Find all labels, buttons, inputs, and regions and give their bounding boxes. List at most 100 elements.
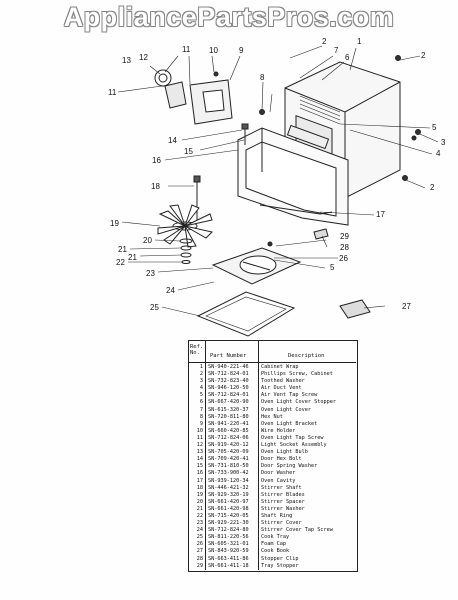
part-number: SN-663-411-86 xyxy=(208,555,249,562)
part-description: Cook Tray xyxy=(261,534,290,541)
ref-number: 8 xyxy=(199,413,203,420)
part-number: SN-712-824-01 xyxy=(208,371,249,378)
ref-number: 20 xyxy=(196,498,203,505)
ref-number: 9 xyxy=(199,420,203,427)
part-description: Stirrer Blades xyxy=(261,491,305,498)
part-description: Air Duct Vent xyxy=(261,385,302,392)
stirrer-shaft xyxy=(193,175,201,222)
ref-number: 19 xyxy=(196,491,203,498)
table-row: 20 SN-661-420-97 Stirrer Spacer xyxy=(188,499,356,506)
callout-5b: 5 xyxy=(330,263,335,272)
part-description: Air Vent Tap Screw xyxy=(261,392,318,399)
ref-number: 5 xyxy=(199,392,203,399)
header-description: Description xyxy=(288,353,325,359)
part-description: Stirrer Washer xyxy=(261,505,305,512)
callout-14: 14 xyxy=(168,136,177,145)
ref-number: 11 xyxy=(196,434,203,441)
stirrer-blades xyxy=(157,204,213,248)
ref-number: 16 xyxy=(196,470,203,477)
header-ref: Ref. No. xyxy=(190,344,204,356)
callout-21b: 21 xyxy=(128,253,137,262)
part-number: SN-712-824-06 xyxy=(208,434,249,441)
table-row: 5 SN-712-824-01 Air Vent Tap Screw xyxy=(188,392,356,399)
callout-12: 12 xyxy=(139,53,148,62)
cook-book xyxy=(339,299,371,319)
part-number: SN-712-824-80 xyxy=(208,527,249,534)
stirrer-cover xyxy=(211,247,302,285)
part-description: Door Washer xyxy=(261,470,296,477)
part-description: Cook Book xyxy=(261,548,290,555)
part-description: Phillips Screw, Cabinet xyxy=(261,371,333,378)
part-description: Shaft Ring xyxy=(261,512,293,519)
callout-20: 20 xyxy=(143,236,152,245)
watermark-text: AppliancePartsPros.com xyxy=(63,2,395,32)
callout-8: 8 xyxy=(260,73,265,82)
cook-tray xyxy=(196,291,296,337)
ref-number: 12 xyxy=(196,442,203,449)
callout-21: 21 xyxy=(118,245,127,254)
exploded-view-diagram: 1 2 2 2 3 4 5 5 6 7 8 9 10 11 11 12 13 1… xyxy=(108,37,446,337)
part-number: SN-661-411-18 xyxy=(208,562,249,569)
part-description: Oven Cavity xyxy=(261,477,296,484)
ref-number: 2 xyxy=(199,371,203,378)
part-description: Stirrer Shaft xyxy=(261,484,302,491)
part-number: SN-731-810-50 xyxy=(208,463,249,470)
callout-13: 13 xyxy=(122,56,131,65)
callout-3: 3 xyxy=(441,138,446,147)
part-number: SN-929-320-19 xyxy=(208,491,249,498)
ref-number: 7 xyxy=(199,406,203,413)
part-number: SN-843-920-59 xyxy=(208,548,249,555)
column-divider xyxy=(205,340,206,570)
callout-19: 19 xyxy=(110,219,119,228)
callout-2b: 2 xyxy=(421,51,426,60)
ref-number: 22 xyxy=(196,512,203,519)
ref-number: 23 xyxy=(196,520,203,527)
part-number: SN-733-900-42 xyxy=(208,470,249,477)
ref-number: 6 xyxy=(199,399,203,406)
callout-labels: 1 2 2 2 3 4 5 5 6 7 8 9 10 11 11 12 13 1… xyxy=(108,37,446,312)
table-row: 16 SN-733-900-42 Door Washer xyxy=(188,470,356,477)
part-number: SN-661-420-97 xyxy=(208,498,249,505)
ref-number: 18 xyxy=(196,484,203,491)
ref-number: 14 xyxy=(196,456,203,463)
callout-23: 23 xyxy=(146,269,155,278)
part-number: SN-811-220-56 xyxy=(208,534,249,541)
part-description: Oven Light Bracket xyxy=(261,420,318,427)
ref-number: 25 xyxy=(196,534,203,541)
part-description: Hex Nut xyxy=(261,413,283,420)
callout-22: 22 xyxy=(116,258,125,267)
part-number: SN-709-420-41 xyxy=(208,456,249,463)
ref-number: 10 xyxy=(196,427,203,434)
part-number: SN-661-420-98 xyxy=(208,505,249,512)
oven-cavity xyxy=(237,124,349,226)
part-number: SN-941-220-41 xyxy=(208,420,249,427)
part-number: SN-919-420-12 xyxy=(208,442,249,449)
callout-10: 10 xyxy=(209,46,218,55)
part-description: Stirrer Spacer xyxy=(261,498,305,505)
callout-18: 18 xyxy=(151,182,160,191)
table-row: 19 SN-929-320-19 Stirrer Blades xyxy=(188,492,356,499)
ref-number: 1 xyxy=(199,364,203,370)
stirrer-spacer-washer xyxy=(179,238,193,264)
part-number: SN-705-420-09 xyxy=(208,449,249,456)
callout-2c: 2 xyxy=(430,183,435,192)
part-description: Door Hex Bolt xyxy=(261,456,302,463)
part-number: SN-667-420-90 xyxy=(208,399,249,406)
table-row: 25 SN-811-220-56 Cook Tray xyxy=(188,534,356,541)
part-number: SN-712-824-01 xyxy=(208,392,249,399)
ref-number: 26 xyxy=(196,541,203,548)
